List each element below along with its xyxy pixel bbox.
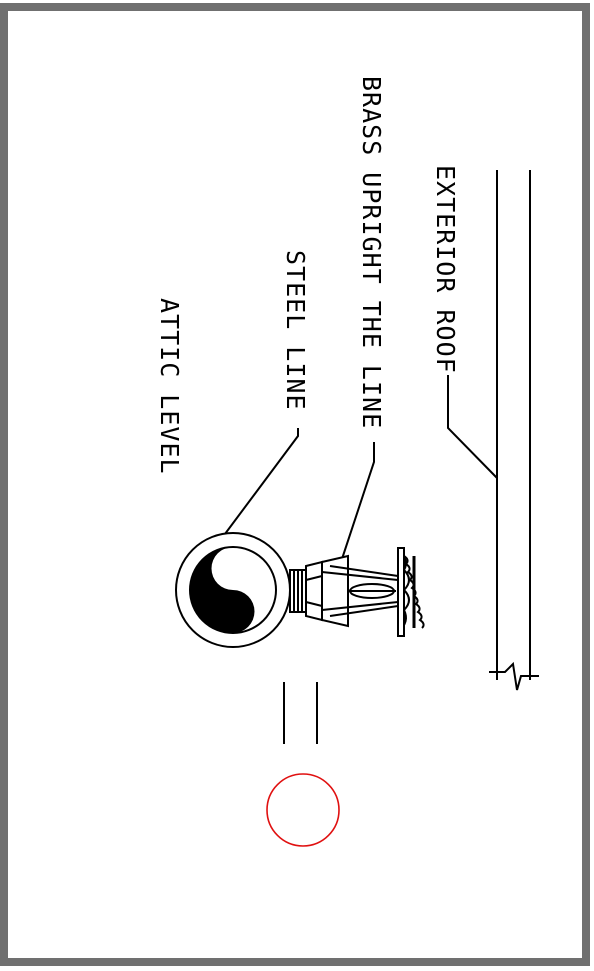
leader-steel-line xyxy=(215,428,299,547)
label-brass-upright: BRASS UPRIGHT THE LINE xyxy=(357,76,386,429)
leader-exterior-roof xyxy=(447,375,498,479)
roof-double-line xyxy=(489,170,539,691)
red-circle-marker xyxy=(266,773,340,847)
break-ticks xyxy=(283,682,318,744)
sprinkler-head-icon xyxy=(289,547,425,637)
leader-brass-upright xyxy=(338,442,375,569)
pipe-section-symbol xyxy=(175,532,291,648)
sheet-frame xyxy=(0,3,590,966)
label-attic-level: ATTIC LEVEL xyxy=(155,298,184,475)
label-exterior-roof: EXTERIOR ROOF xyxy=(431,165,460,374)
label-steel-line: STEEL LINE xyxy=(281,250,310,411)
